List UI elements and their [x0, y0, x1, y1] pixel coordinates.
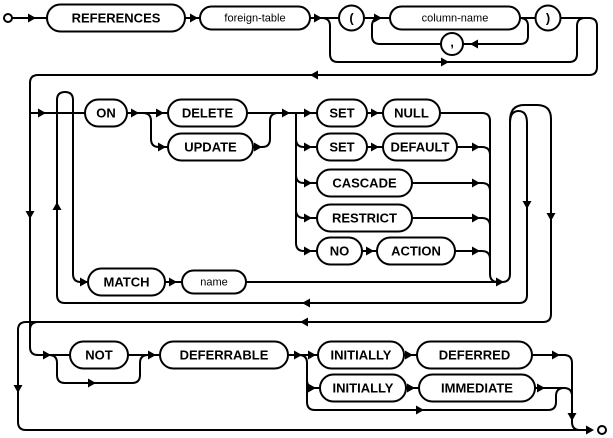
node-keyword-not: NOT	[69, 340, 129, 370]
svg-text:INITIALLY: INITIALLY	[333, 381, 394, 396]
node-keyword-match: MATCH	[87, 267, 166, 297]
svg-text:IMMEDIATE: IMMEDIATE	[441, 381, 513, 396]
svg-text:REFERENCES: REFERENCES	[72, 11, 161, 26]
node-keyword-immediate: IMMEDIATE	[418, 373, 536, 403]
svg-text:column-name: column-name	[422, 13, 489, 25]
svg-text:foreign-table: foreign-table	[224, 13, 285, 25]
arrowheads	[13, 13, 594, 435]
node-keyword-initially-deferred-initially: INITIALLY	[317, 340, 405, 370]
svg-text:INITIALLY: INITIALLY	[331, 348, 392, 363]
svg-text:(: (	[349, 11, 354, 26]
end-terminal-icon	[597, 425, 607, 435]
node-keyword-on: ON	[84, 98, 128, 128]
svg-text:): )	[546, 11, 550, 26]
svg-text:DEFAULT: DEFAULT	[391, 140, 450, 155]
svg-text:DEFERRED: DEFERRED	[439, 348, 511, 363]
node-keyword-action: ACTION	[376, 236, 456, 266]
svg-text:SET: SET	[329, 140, 354, 155]
node-identifier-name: name	[181, 269, 247, 295]
svg-text:RESTRICT: RESTRICT	[332, 211, 397, 226]
svg-text:ACTION: ACTION	[391, 244, 441, 259]
svg-text:NOT: NOT	[85, 348, 113, 363]
node-keyword-set-null-set: SET	[316, 98, 368, 128]
node-keyword-deferrable: DEFERRABLE	[159, 340, 289, 370]
start-terminal-icon	[3, 13, 13, 23]
node-keyword-restrict: RESTRICT	[316, 203, 413, 233]
svg-text:name: name	[200, 277, 228, 289]
svg-text:DEFERRABLE: DEFERRABLE	[180, 348, 269, 363]
svg-text:DELETE: DELETE	[182, 106, 234, 121]
svg-text:NULL: NULL	[394, 106, 429, 121]
node-punct-lparen: (	[338, 4, 365, 32]
node-keyword-default: DEFAULT	[382, 132, 458, 162]
svg-text:SET: SET	[329, 106, 354, 121]
svg-text:UPDATE: UPDATE	[184, 140, 237, 155]
svg-text:NO: NO	[330, 244, 350, 259]
svg-text:ON: ON	[96, 106, 116, 121]
svg-text:,: ,	[450, 35, 454, 50]
node-keyword-null: NULL	[382, 98, 441, 128]
node-keyword-delete: DELETE	[167, 98, 248, 128]
node-identifier-foreign-table: foreign-table	[199, 5, 311, 31]
svg-text:MATCH: MATCH	[104, 275, 150, 290]
node-keyword-references: REFERENCES	[46, 3, 186, 33]
node-keyword-update: UPDATE	[167, 132, 254, 162]
node-keyword-set-default-set: SET	[316, 132, 368, 162]
node-keyword-cascade: CASCADE	[316, 168, 413, 198]
node-keyword-no: NO	[316, 236, 363, 266]
node-punct-rparen: )	[534, 4, 562, 32]
node-punct-comma: ,	[440, 32, 464, 56]
svg-text:CASCADE: CASCADE	[332, 176, 397, 191]
node-keyword-deferred: DEFERRED	[416, 340, 533, 370]
node-keyword-initially-immediate-initially: INITIALLY	[319, 373, 407, 403]
node-identifier-column-name: column-name	[389, 5, 521, 31]
